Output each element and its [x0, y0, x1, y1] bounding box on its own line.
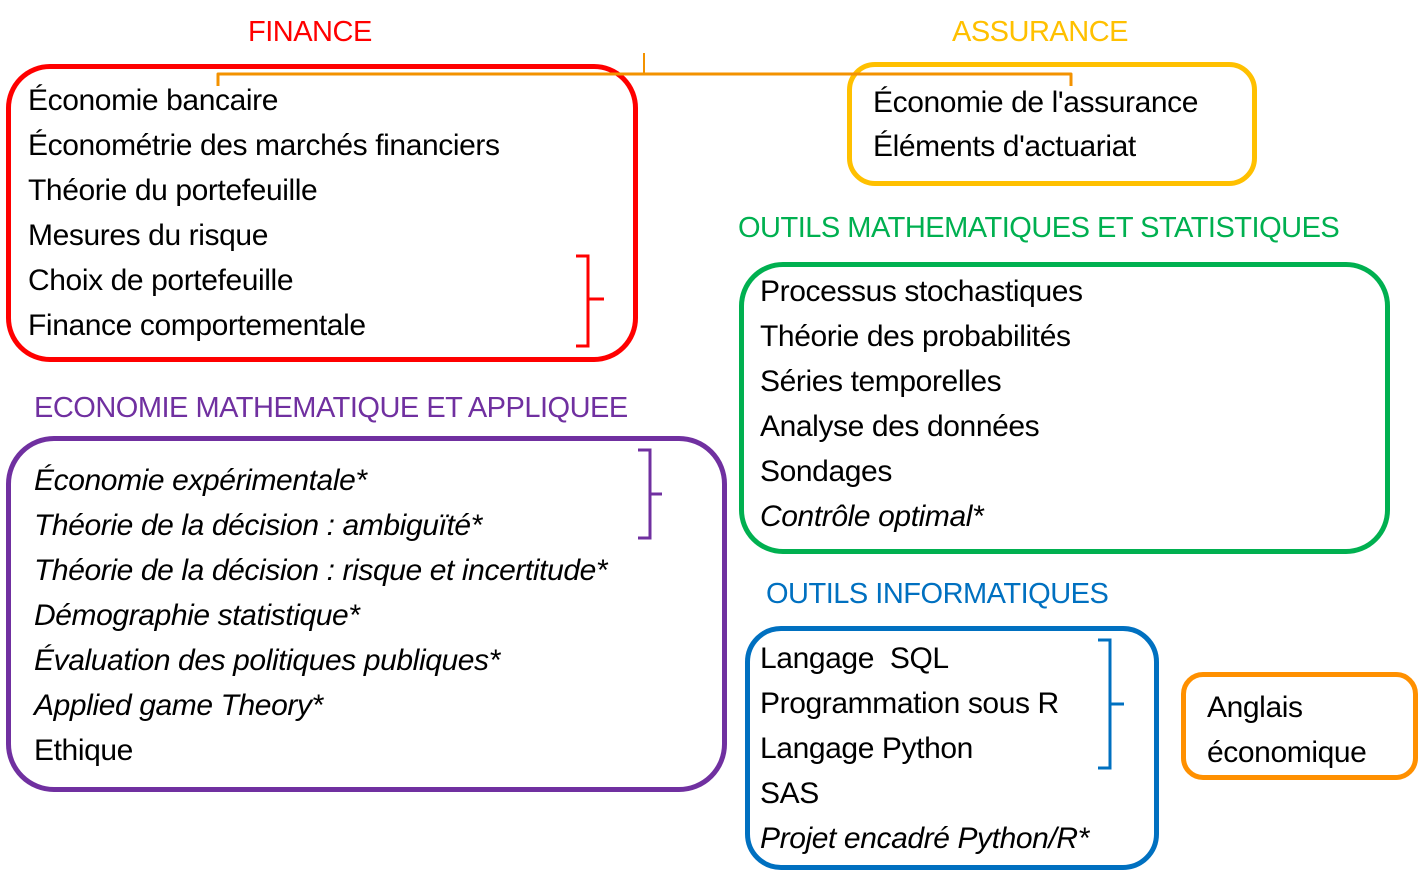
anglais-line: économique	[1207, 736, 1367, 769]
maths-box	[739, 262, 1390, 554]
economie-item-optional: Évaluation des politiques publiques*	[34, 644, 500, 677]
economie-item-optional: Théorie de la décision : ambiguïté*	[34, 509, 482, 542]
informatique-item: SAS	[760, 777, 819, 810]
finance-item: Mesures du risque	[28, 219, 268, 252]
maths-item: Séries temporelles	[760, 365, 1002, 398]
finance-item: Économétrie des marchés financiers	[28, 129, 500, 162]
assurance-heading: ASSURANCE	[952, 16, 1129, 48]
maths-item: Processus stochastiques	[760, 275, 1083, 308]
finance-item: Finance comportementale	[28, 309, 366, 342]
informatique-item: Langage Python	[760, 732, 973, 765]
maths-item: Sondages	[760, 455, 892, 488]
economie-item-optional: Théorie de la décision : risque et incer…	[34, 554, 608, 587]
finance-item: Théorie du portefeuille	[28, 174, 318, 207]
assurance-item: Économie de l'assurance	[873, 86, 1199, 119]
finance-heading: FINANCE	[248, 16, 372, 48]
maths-item: Analyse des données	[760, 410, 1040, 443]
anglais-box	[1181, 672, 1418, 780]
finance-box	[6, 64, 638, 362]
economie-item-optional: Démographie statistique*	[34, 599, 360, 632]
assurance-box	[847, 62, 1257, 186]
economie-item: Ethique	[34, 734, 133, 767]
informatique-box	[745, 626, 1159, 870]
maths-item: Théorie des probabilités	[760, 320, 1071, 353]
informatique-item-optional: Projet encadré Python/R*	[760, 822, 1089, 855]
economie-heading: ECONOMIE MATHEMATIQUE ET APPLIQUEE	[34, 392, 628, 424]
maths-heading: OUTILS MATHEMATIQUES ET STATISTIQUES	[738, 212, 1340, 244]
informatique-item: Programmation sous R	[760, 687, 1059, 720]
economie-box	[6, 436, 727, 792]
finance-item: Économie bancaire	[28, 84, 279, 117]
informatique-heading: OUTILS INFORMATIQUES	[766, 578, 1109, 610]
finance-item: Choix de portefeuille	[28, 264, 294, 297]
informatique-item: Langage SQL	[760, 642, 949, 675]
assurance-item: Éléments d'actuariat	[873, 130, 1136, 163]
maths-item-optional: Contrôle optimal*	[760, 500, 984, 533]
economie-item-optional: Économie expérimentale*	[34, 464, 367, 497]
economie-item-optional: Applied game Theory*	[34, 689, 323, 722]
anglais-line: Anglais	[1207, 691, 1303, 724]
